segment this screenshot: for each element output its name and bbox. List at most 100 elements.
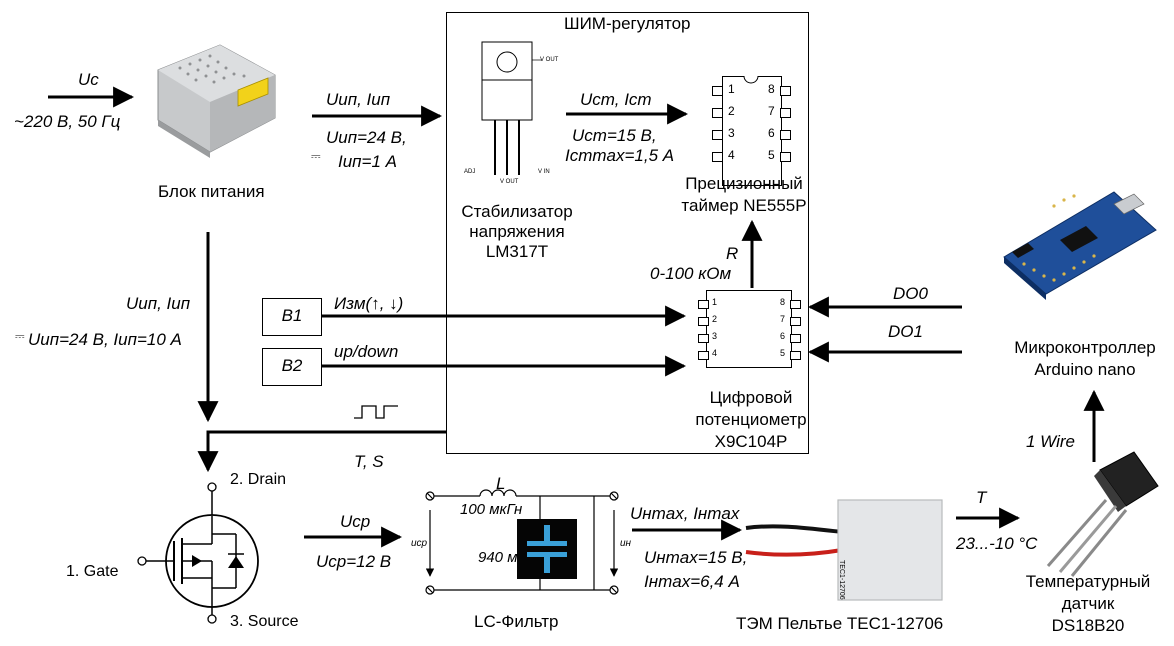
mcu-do1: DO1: [888, 322, 923, 341]
ne555-pin-5: 5: [768, 148, 775, 162]
stabilizer-label-1: Стабилизатор: [461, 202, 573, 221]
arduino-nano-image: [1003, 191, 1157, 300]
psu-out-spec-2: Iип=1 А: [338, 152, 397, 171]
filter-in-symbol: Uср: [340, 512, 371, 531]
capacitor-icon: [517, 519, 577, 579]
mcu-do0: DO0: [893, 284, 928, 303]
pot-label-2: потенциометр: [695, 410, 807, 429]
stabilizer-label-3: LM317T: [485, 242, 549, 261]
dc-mark-1: ⎓: [311, 149, 321, 163]
input-symbol: Uc: [78, 70, 99, 89]
b2-signal: up/down: [334, 342, 399, 361]
ne555-pin-2: 2: [728, 104, 735, 118]
x9c104-pin-2: 2: [712, 314, 718, 324]
ne555-notch: [743, 75, 759, 84]
inductor-value: 100 мкГн: [460, 501, 523, 518]
psu-down-symbol: Uип, Iип: [126, 294, 191, 313]
lm317t-image: [481, 41, 542, 175]
button-b1: [262, 298, 322, 336]
pwm-out-signal: T, S: [354, 452, 384, 471]
sensor-range: 23...-10 °C: [956, 534, 1038, 553]
ne555-pin-7: 7: [768, 104, 775, 118]
r-symbol: R: [726, 244, 739, 263]
mcu-label-1: Микроконтроллер: [1014, 338, 1156, 357]
x9c104-chip: [706, 290, 792, 368]
load-spec-1: Uнmax=15 В,: [644, 548, 748, 567]
dc-mark-2: ⎓: [15, 329, 25, 343]
timer-label-2: таймер NE555P: [681, 196, 807, 215]
x9c104-pin-3: 3: [712, 331, 718, 341]
psu-label: Блок питания: [158, 182, 265, 201]
psu-out-spec-1: Uип=24 В,: [326, 128, 407, 147]
ne555-pin-1: 1: [728, 82, 735, 96]
x9c104-pin-1: 1: [712, 297, 718, 307]
ne555-pin-3: 3: [728, 126, 735, 140]
filter-u-right: uн: [620, 538, 632, 549]
button-b2: [262, 348, 322, 386]
mcu-label-2: Arduino nano: [1034, 360, 1136, 379]
ne555-chip: [722, 76, 782, 186]
input-spec: ~220 В, 50 Гц: [14, 112, 121, 131]
lm317-pin-vout: V OUT: [540, 57, 559, 63]
peltier-label: ТЭМ Пельтье TEC1-12706: [736, 614, 944, 633]
mosfet-drain-label: 2. Drain: [230, 471, 287, 488]
sensor-label-2: датчик: [1061, 594, 1115, 613]
button-b2-label: B2: [281, 356, 303, 375]
ne555-pin-4: 4: [728, 148, 735, 162]
one-wire-label: 1 Wire: [1026, 432, 1075, 451]
psu-image: [157, 44, 276, 158]
peltier-module-image: [745, 499, 943, 601]
pwm-title: ШИМ-регулятор: [564, 14, 691, 33]
filter-in-spec: Uср=12 В: [316, 552, 392, 571]
r-range: 0-100 кОм: [650, 264, 732, 283]
pot-label-3: X9C104P: [714, 432, 788, 451]
mosfet-gate-label: 1. Gate: [66, 563, 119, 580]
stab-out-symbol: Uст, Iст: [580, 90, 652, 109]
b1-signal: Изм(↑, ↓): [334, 294, 404, 313]
stabilizer-label-2: напряжения: [469, 222, 565, 241]
inductor-symbol: L: [496, 474, 506, 493]
x9c104-pin-6: 6: [780, 331, 786, 341]
pot-label-1: Цифровой: [709, 388, 793, 407]
pwm-regulator-box: [446, 12, 809, 454]
x9c104-pin-5: 5: [780, 348, 786, 358]
lm317-pin-vout2: V OUT: [500, 179, 519, 185]
sensor-t-symbol: T: [976, 488, 987, 507]
sensor-label-1: Температурный: [1025, 572, 1151, 591]
x9c104-pin-8: 8: [780, 297, 786, 307]
x9c104-pin-7: 7: [780, 314, 786, 324]
filter-label: LC-Фильтр: [474, 612, 559, 631]
sensor-label-3: DS18B20: [1051, 616, 1125, 635]
x9c104-pin-4: 4: [712, 348, 718, 358]
ne555-pin-8: 8: [768, 82, 775, 96]
pulse-waveform-icon: [354, 405, 398, 419]
mosfet-source-label: 3. Source: [230, 613, 299, 630]
stab-out-spec-1: Uст=15 В,: [572, 126, 657, 145]
ds18b20-image: [1046, 451, 1159, 577]
load-spec-2: Iнmax=6,4 А: [644, 572, 740, 591]
button-b1-label: B1: [281, 306, 303, 325]
psu-down-spec: Uип=24 В, Iип=10 А: [28, 330, 182, 349]
psu-out-symbol: Uип, Iип: [326, 90, 391, 109]
filter-u-left: uср: [411, 538, 428, 549]
load-symbol: Uнmax, Iнmax: [630, 504, 740, 523]
lm317-pin-adj: ADJ: [464, 169, 476, 175]
timer-label-1: Прецизионный: [685, 174, 803, 193]
stab-out-spec-2: Iстmax=1,5 А: [565, 146, 675, 165]
lm317-pin-vin: V IN: [538, 169, 550, 175]
